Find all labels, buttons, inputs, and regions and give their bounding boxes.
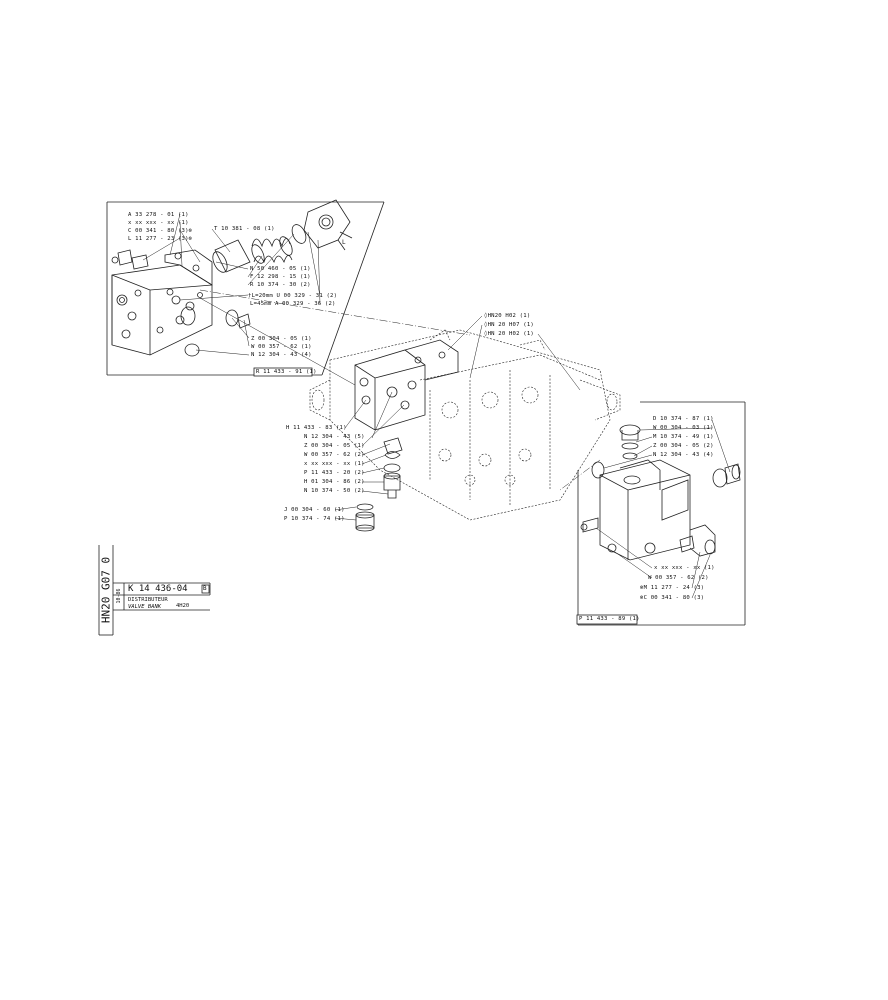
callout-label: P 10 374 - 74 (1) [284,516,345,522]
callout-label: Z 00 304 - 05 (1) [304,443,365,449]
callout-label: ◊HN 20 H02 (1) [484,331,534,337]
leaders-right [595,419,731,599]
callout-label: ◊HN20 H02 (1) [484,313,531,319]
callout-label: H 11 433 - 83 (1) [286,425,347,431]
callout-label: A 33 278 - 01 (1) [128,212,189,218]
model-code: 4H20 [176,603,190,609]
callout-label: x xx xxx - xx (1) [128,220,189,226]
date-code-text: 10-86 [116,588,122,604]
callout-label: W 00 357 - 62 (1) [251,344,312,350]
callout-label: W 00 357 - 62 (2) [304,452,365,458]
callout-label: M 10 374 - 49 (1) [653,434,714,440]
revision-mark: B [203,585,207,592]
callout-label: Z 00 304 - 05 (1) [251,336,312,342]
centre-section-block [354,339,459,431]
callout-label: C 00 341 - 80 (3)⊗ [128,228,193,234]
callout-label: x xx xxx - xx (1) [304,461,365,467]
o-rings-top-left [180,306,251,357]
callout-label: L 11 277 - 23 (3)⊗ [128,236,193,242]
end-cover-block [111,249,213,356]
title-block-frame [98,545,211,636]
catalog-reference-text: HN20 G07 0 [99,556,113,624]
box-reference: R 11 433 - 91 (1) [256,369,317,375]
callout-label: R 10 374 - 30 (2) [250,282,311,288]
callout-label: ◊HN 20 H07 (1) [484,322,534,328]
callout-label: N 12 304 - 43 (5) [304,434,365,440]
date-code: 10-86 [114,583,124,609]
leaders-centre [199,297,581,521]
callout-label: N 50 460 - 05 (1) [250,266,311,272]
callout-label: H 01 304 - 86 (2) [304,479,365,485]
right-top-parts [591,424,741,488]
main-valve-bank [309,329,621,521]
right-detail-frame [576,401,746,626]
callout-label: Z 00 304 - 05 (2) [653,443,714,449]
callout-label: N 12 304 - 43 (4) [251,352,312,358]
centre-parts-stack [355,437,403,532]
assembly-name-french: DISTRIBUTEUR [128,597,168,603]
callout-label: W 00 357 - 62 (2) [648,575,709,581]
callout-label: †L=20mm U 00 329 - 31 (2) [248,293,338,299]
catalog-reference: HN20 G07 0 [99,545,113,635]
callout-label: W 00 304 - 03 (1) [653,425,714,431]
callout-label: ⊗C 00 341 - 80 (3) [640,595,705,601]
leaders-top-left [142,213,321,356]
assembly-name-english: VALVE BANK [128,604,162,610]
callout-label: L=45mm A 00 329 - 36 (2) [250,301,336,307]
relief-valve-assembly [212,199,353,273]
callout-label: N 10 374 - 50 (2) [304,488,365,494]
callout-label: N 12 304 - 43 (4) [653,452,714,458]
centre-axis [199,289,601,491]
callout-label: ⊗M 11 277 - 24 (3) [640,585,705,591]
callout-label: J 00 304 - 60 (1) [284,507,345,513]
callout-label: x xx xxx - xx (1) [654,565,715,571]
top-left-detail-frame [106,201,385,377]
part-number: K 14 436-04 [128,584,188,594]
callout-label: P 11 433 - 20 (2) [304,470,365,476]
letter-l-marker: L [342,239,346,246]
callout-label: T 10 381 - 08 (1) [214,226,275,232]
box-reference: P 11 433 - 89 (1) [579,616,640,622]
callout-label: D 10 374 - 87 (1) [653,416,714,422]
inlet-cover-block [580,459,716,561]
callout-label: F 12 298 - 15 (1) [250,274,311,280]
